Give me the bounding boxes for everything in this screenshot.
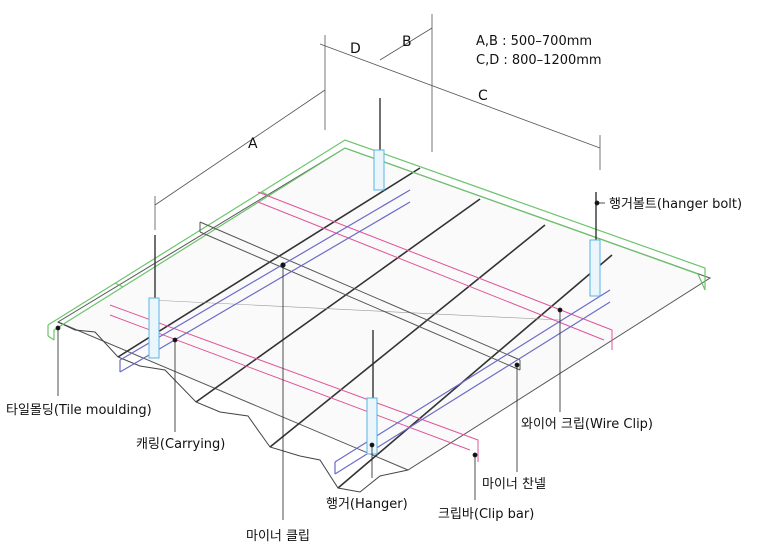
label-minor-clip: 마이너 클립 (246, 529, 310, 544)
dim-label-b: B (402, 34, 412, 50)
spec-cd: C,D : 800–1200mm (476, 53, 602, 68)
dim-label-c: C (478, 88, 488, 104)
spec-ab: A,B : 500–700mm (476, 34, 592, 49)
label-carrying: 캐링(Carrying) (136, 437, 225, 452)
leader-lines (55, 200, 605, 520)
dimension-lines (154, 14, 601, 230)
label-hanger: 행거(Hanger) (326, 496, 408, 512)
label-clip-bar: 크립바(Clip bar) (438, 507, 534, 522)
ceiling-panel (56, 147, 712, 493)
label-hanger-bolt: 행거볼트(hanger bolt) (609, 196, 742, 212)
label-wire-clip: 와이어 크립(Wire Clip) (521, 417, 653, 432)
tile-moulding (47, 139, 706, 341)
carrying-channels (119, 189, 611, 475)
label-minor-channel: 마이너 찬넬 (482, 477, 546, 492)
label-tile-moulding: 타일몰딩(Tile moulding) (6, 403, 152, 418)
dim-label-a: A (248, 136, 258, 152)
clip-bars (109, 191, 613, 462)
dim-label-d: D (350, 41, 361, 57)
minor-channels (199, 221, 521, 371)
